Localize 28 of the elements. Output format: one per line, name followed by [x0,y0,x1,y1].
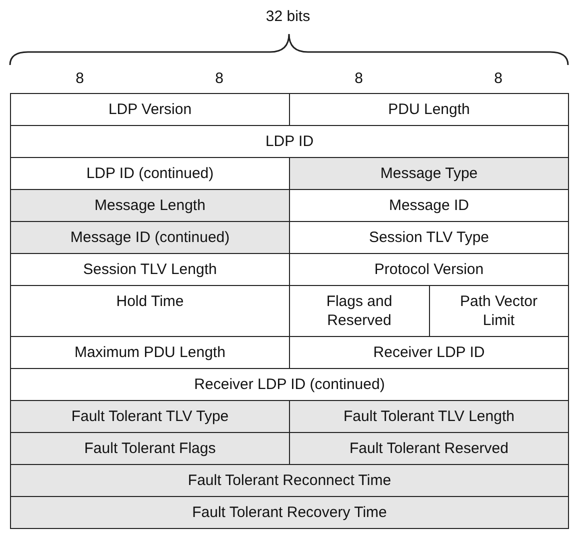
shaded-field-cell: Fault Tolerant Reconnect Time [11,465,569,497]
shaded-field-cell: Fault Tolerant Flags [11,433,290,465]
width-label: 32 bits [264,8,312,25]
shaded-field-cell: Message Type [290,158,569,190]
shaded-field-cell: Message Length [11,190,290,222]
field-cell: LDP ID [11,126,569,158]
field-cell: LDP ID (continued) [11,158,290,190]
field-cell: PDU Length [290,94,569,126]
field-cell: Receiver LDP ID (continued) [11,369,569,401]
field-cell: Maximum PDU Length [11,337,290,369]
field-cell: Protocol Version [290,254,569,286]
bit-count: 8 [494,70,502,87]
field-cell: Message ID [290,190,569,222]
field-cell: Receiver LDP ID [290,337,569,369]
shaded-field-cell: Message ID (continued) [11,222,290,254]
field-cell: Hold Time [11,286,290,337]
field-cell: Path Vector Limit [430,286,569,337]
bit-count: 8 [215,70,224,87]
shaded-field-cell: Fault Tolerant Reserved [290,433,569,465]
field-cell: Flags and Reserved [290,286,430,337]
field-cell: LDP Version [11,94,290,126]
bit-count: 8 [76,70,84,87]
shaded-field-cell: Fault Tolerant TLV Length [290,401,569,433]
shaded-field-cell: Fault Tolerant TLV Type [11,401,290,433]
field-cell: Session TLV Length [11,254,290,286]
field-cell: Session TLV Type [290,222,569,254]
bit-count: 8 [354,70,363,87]
shaded-field-cell: Fault Tolerant Recovery Time [11,497,569,529]
